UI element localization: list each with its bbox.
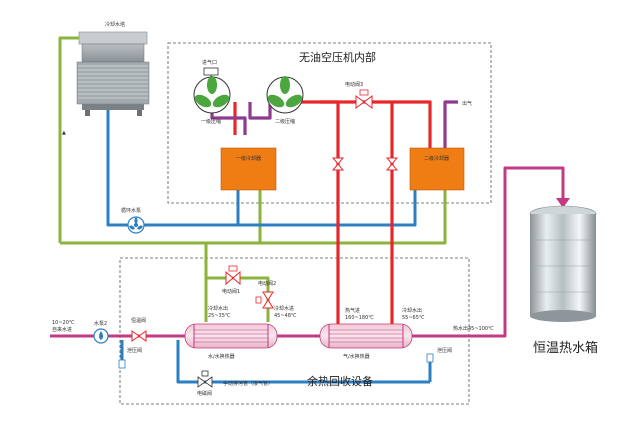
relief-valve-left[interactable] xyxy=(118,359,126,369)
gas-out-label: 出气 xyxy=(462,100,472,107)
hot-water-out-label: 热水出45~100℃ xyxy=(453,325,494,332)
electric-valve2-label: 电动阀2 xyxy=(258,280,276,287)
svg-text:▲: ▲ xyxy=(62,130,66,136)
stage1-compressor xyxy=(193,76,231,114)
relief-right-label: 泄压阀 xyxy=(437,347,452,354)
stage2-compressor xyxy=(266,76,304,114)
solenoid-label: 电磁阀 xyxy=(197,390,212,397)
tap-water-in-label: 自来水进 xyxy=(52,326,72,333)
temp4-label: 55~65℃ xyxy=(402,315,425,321)
stage2-compressor-label: 二级压缩 xyxy=(275,118,295,125)
cw-out2-label: 冷却水出 xyxy=(402,307,422,314)
circulation-pump[interactable] xyxy=(127,216,145,234)
gas-water-exchanger xyxy=(319,323,413,349)
cooling-tower xyxy=(76,31,150,116)
valve-red-left[interactable] xyxy=(331,157,345,171)
flow-arrow-icon xyxy=(556,198,570,208)
stage1-cooler xyxy=(220,147,277,191)
cooling-tower-label: 冷却水塔 xyxy=(105,21,125,28)
cw-out1-label: 冷却水出 xyxy=(208,305,228,312)
stage2-cooler xyxy=(409,147,465,191)
pump2-label: 水泵2 xyxy=(94,320,107,327)
thermostatic-valve[interactable] xyxy=(131,330,147,342)
manual-drain-label: 手动排污管（接气管） xyxy=(223,380,273,387)
circ-pump-label: 循环水泵 xyxy=(121,207,141,214)
water-water-exchanger xyxy=(184,323,278,349)
fan-icon xyxy=(194,76,230,108)
electric-valve3[interactable] xyxy=(355,89,373,109)
electric-valve3-label: 电动阀3 xyxy=(345,81,363,88)
electric-valve1-label: 电动阀1 xyxy=(222,288,240,295)
compressor-box xyxy=(167,42,492,204)
stage1-compressor-label: 一级压缩 xyxy=(201,118,221,125)
tank-title: 恒温热水箱 xyxy=(533,340,598,356)
stage1-cooler-label: 一级冷却器 xyxy=(236,155,261,162)
fan-icon xyxy=(267,76,303,108)
temp1-label: 25~35℃ xyxy=(208,313,231,319)
hot-water-tank xyxy=(529,205,597,322)
valve-red-right[interactable] xyxy=(385,157,399,171)
red-pipe xyxy=(233,100,432,335)
temp2-label: 45~48℃ xyxy=(274,313,297,319)
pink-pipe xyxy=(50,166,565,338)
cw-in-label: 冷却水进 xyxy=(274,305,294,312)
thermo-valve-label: 恒温阀 xyxy=(131,317,146,324)
hot-gas-in-label: 热气进 xyxy=(345,307,360,314)
electric-valve2[interactable] xyxy=(255,291,274,309)
temp3-label: 160~180℃ xyxy=(345,315,374,321)
recovery-title: 余热回收设备 xyxy=(307,374,373,388)
pump2[interactable] xyxy=(93,328,109,344)
pump-icon xyxy=(129,217,143,230)
compressor-title: 无油空压机内部 xyxy=(299,50,376,64)
water-drop-icon xyxy=(99,331,103,340)
relief-left-label: 泄压阀 xyxy=(127,347,142,354)
solenoid-valve[interactable] xyxy=(197,370,213,388)
air-inlet-filter xyxy=(203,67,219,76)
stage2-cooler-label: 二级冷却器 xyxy=(424,155,449,162)
water-in-temp-label: 10~20℃ xyxy=(52,320,75,326)
air-inlet-label: 进气口 xyxy=(202,59,217,66)
relief-valve-right[interactable] xyxy=(426,353,434,363)
ga-exchanger-label: 气/水换热器 xyxy=(343,353,370,360)
recovery-box xyxy=(119,257,470,405)
electric-valve1[interactable] xyxy=(225,265,241,286)
ww-exchanger-label: 水/水换热器 xyxy=(208,353,235,360)
purple-pipe xyxy=(210,100,458,150)
